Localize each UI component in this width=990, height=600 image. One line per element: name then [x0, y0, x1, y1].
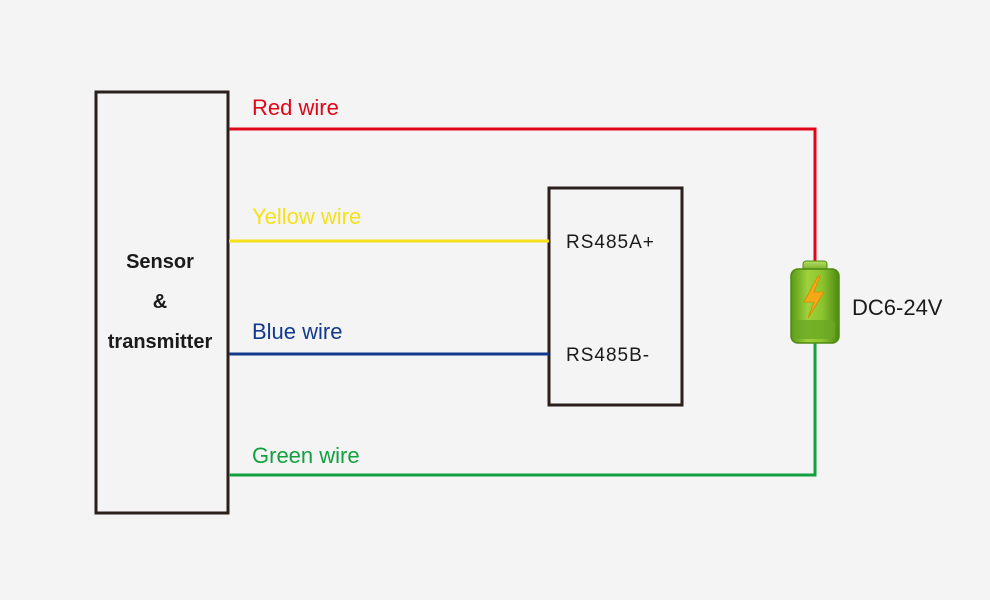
battery-icon [790, 260, 840, 344]
green-wire-label: Green wire [252, 443, 360, 468]
sensor-label-line3: transmitter [108, 331, 213, 353]
bolt-icon [803, 275, 825, 319]
power-label: DC6-24V [852, 295, 943, 320]
rs485a-label: RS485A+ [566, 232, 655, 253]
rs485-box [547, 186, 684, 407]
sensor-label-line2: & [153, 291, 167, 313]
blue-wire-label: Blue wire [252, 319, 342, 344]
sensor-transmitter-box [94, 90, 230, 515]
red-wire-label: Red wire [252, 95, 339, 120]
red-wire [229, 127, 817, 265]
yellow-wire-label: Yellow wire [252, 204, 361, 229]
green-wire [229, 341, 817, 477]
rs485b-label: RS485B- [566, 345, 650, 366]
sensor-label-line1: Sensor [126, 251, 194, 273]
